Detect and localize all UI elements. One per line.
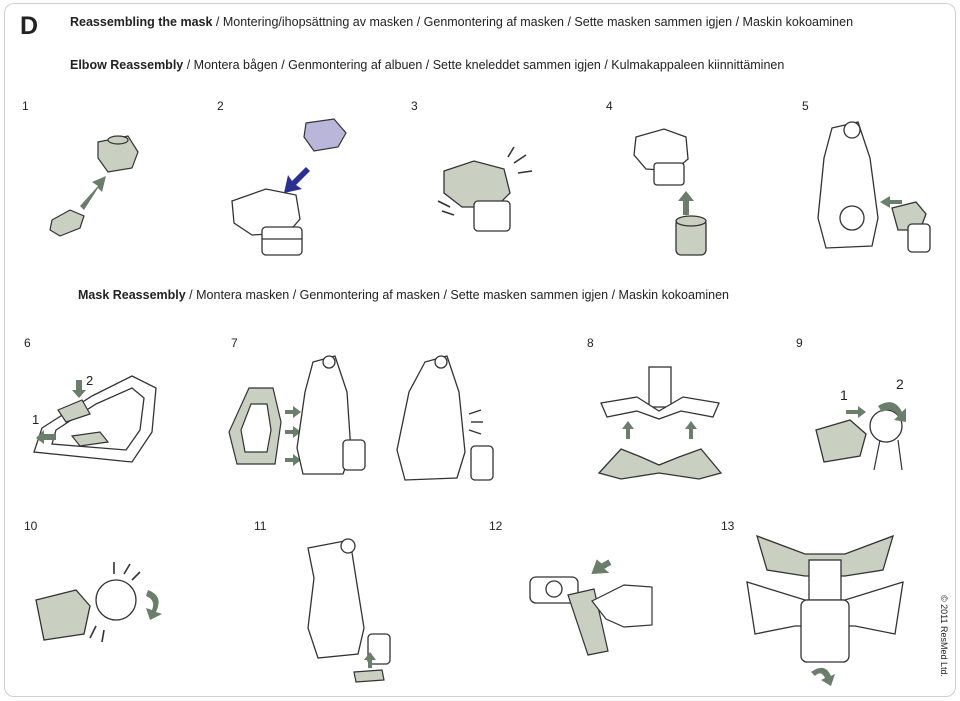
elbow-cap-part xyxy=(97,135,139,173)
purple-cap-part xyxy=(303,118,347,152)
mask-frame-part xyxy=(817,121,879,249)
rotate-arrow xyxy=(878,402,906,422)
mask-top-part xyxy=(529,576,579,604)
assembled-elbow-part xyxy=(443,160,511,232)
headgear-clip-part xyxy=(600,366,720,420)
step9-callout-2: 2 xyxy=(896,376,904,392)
step-number-5: 5 xyxy=(802,99,809,113)
step10-illustration xyxy=(35,562,162,643)
reassembling-title-rest: / Montering/ihopsättning av masken / Gen… xyxy=(212,15,854,29)
step6-illustration xyxy=(33,375,157,463)
forehead-pad-part xyxy=(597,448,723,480)
section-letter: D xyxy=(20,12,39,40)
step-number-10: 10 xyxy=(24,519,38,533)
elbow-part xyxy=(35,579,137,641)
arrow-up xyxy=(364,652,376,668)
reassembling-title: Reassembling the mask / Montering/ihopsä… xyxy=(70,15,853,29)
hand xyxy=(591,584,653,628)
click-lines xyxy=(468,409,483,435)
headgear-strap-part xyxy=(567,588,609,656)
arrow-up-left xyxy=(622,421,634,439)
step3-illustration xyxy=(437,146,533,232)
arrow-up xyxy=(678,191,694,215)
step2-illustration xyxy=(231,118,347,256)
step-number-1: 1 xyxy=(22,99,29,113)
rotate-arrow xyxy=(811,667,835,686)
clip-part xyxy=(49,209,85,237)
elbow-title-rest: / Montera bågen / Genmontering af albuen… xyxy=(183,58,785,72)
step-number-11: 11 xyxy=(254,519,267,533)
step8-illustration xyxy=(597,366,723,480)
elbow-part xyxy=(633,128,689,186)
step13-illustration xyxy=(746,534,904,686)
elbow-part xyxy=(815,409,903,463)
step6-callout-2: 2 xyxy=(86,373,94,388)
elbow-assembly-part xyxy=(891,201,931,253)
arrow-up-right xyxy=(80,176,106,210)
step-number-2: 2 xyxy=(217,99,224,113)
clip-insert-part xyxy=(57,399,110,447)
step9-illustration xyxy=(815,402,906,471)
step-number-4: 4 xyxy=(606,99,613,113)
tube-line xyxy=(873,439,903,471)
elbow-title: Elbow Reassembly / Montera bågen / Genmo… xyxy=(70,58,784,72)
arrow-down xyxy=(72,380,86,398)
mask-title-rest: / Montera masken / Genmontering af maske… xyxy=(185,288,730,302)
step-number-8: 8 xyxy=(587,336,594,350)
mask-title: Mask Reassembly / Montera masken / Genmo… xyxy=(78,288,729,302)
cushion-left-part xyxy=(228,387,282,465)
elbow-title-bold: Elbow Reassembly xyxy=(70,58,184,72)
page-frame xyxy=(4,3,956,697)
frame-part-a xyxy=(296,355,366,475)
headgear-part xyxy=(756,534,894,577)
blue-arrow-down-left xyxy=(284,167,310,193)
step5-illustration xyxy=(817,121,931,253)
push-arrows xyxy=(285,406,301,466)
bottom-clip-part xyxy=(353,669,385,683)
swivel-tube-part xyxy=(675,215,707,256)
elbow-swivel-part xyxy=(231,188,303,256)
step-number-9: 9 xyxy=(796,336,803,350)
step-number-12: 12 xyxy=(489,519,503,533)
rotate-arrow xyxy=(146,590,162,620)
step-number-3: 3 xyxy=(411,99,418,113)
copyright-notice: © 2011 ResMed Ltd. xyxy=(939,595,949,678)
step12-illustration xyxy=(529,559,653,656)
step6-callout-1: 1 xyxy=(32,412,40,427)
step-number-13: 13 xyxy=(721,519,735,533)
frame-part-b xyxy=(396,355,494,481)
arrow-left xyxy=(880,196,902,208)
arrow-left-insert xyxy=(36,430,56,444)
arrow-down-left xyxy=(591,559,612,574)
reassembling-title-bold: Reassembling the mask xyxy=(70,15,213,29)
arrow-up-right xyxy=(685,421,697,439)
step-number-7: 7 xyxy=(231,336,238,350)
click-lines xyxy=(437,146,533,216)
step-number-6: 6 xyxy=(24,336,31,350)
click-lines xyxy=(89,562,141,643)
step9-callout-1: 1 xyxy=(840,387,848,403)
mask-title-bold: Mask Reassembly xyxy=(78,288,186,302)
forehead-support-part xyxy=(746,559,904,663)
cushion-part xyxy=(33,375,157,463)
arrow-right xyxy=(846,406,866,418)
step1-illustration xyxy=(49,135,139,237)
mask-assembly-part xyxy=(307,538,391,665)
step7-illustration xyxy=(228,355,494,481)
step4-illustration xyxy=(633,128,707,256)
step11-illustration xyxy=(307,538,391,683)
